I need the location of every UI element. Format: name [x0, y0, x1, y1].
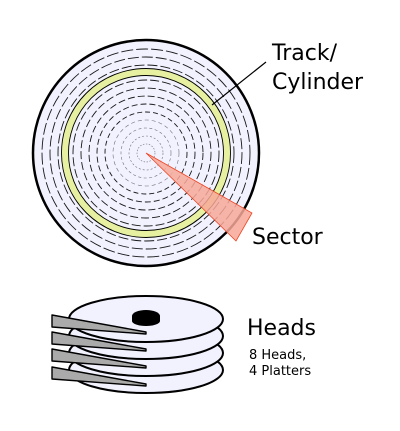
track-cylinder-label-line2: Cylinder — [272, 70, 364, 95]
head-arm-4 — [51, 366, 147, 387]
track-ring-9 — [112, 119, 180, 187]
heads-label: Heads — [247, 316, 316, 341]
track-cylinder-label: Track/ — [271, 41, 338, 66]
head-arm-3 — [51, 348, 147, 369]
track-ring-7 — [96, 103, 196, 203]
heads-count-label: 8 Heads, — [249, 348, 306, 363]
track-ring-10 — [120, 127, 172, 179]
head-arm-2 — [51, 331, 147, 352]
track-ring-1 — [41, 48, 251, 258]
platters-count-label: 4 Platters — [249, 364, 311, 379]
track-ring-2 — [49, 56, 243, 250]
track-ring-3 — [57, 64, 235, 242]
platter-top-view — [31, 38, 267, 268]
track-rings — [41, 48, 251, 258]
track-ring-12 — [136, 143, 156, 163]
track-leader-line — [211, 61, 267, 106]
highlighted-track-outer-edge — [61, 68, 231, 238]
platter-stack-side-view — [51, 295, 224, 394]
track-ring-5 — [80, 87, 212, 219]
track-ring-6 — [88, 95, 204, 211]
track-ring-11 — [128, 135, 164, 171]
highlighted-track-inner-edge — [68, 75, 224, 231]
head-arm-1 — [51, 314, 147, 335]
sector-label: Sector — [252, 225, 324, 250]
track-ring-8 — [104, 111, 188, 195]
sector-wedge — [145, 152, 253, 242]
track-ring-4 — [72, 79, 220, 227]
highlighted-track — [61, 68, 231, 238]
